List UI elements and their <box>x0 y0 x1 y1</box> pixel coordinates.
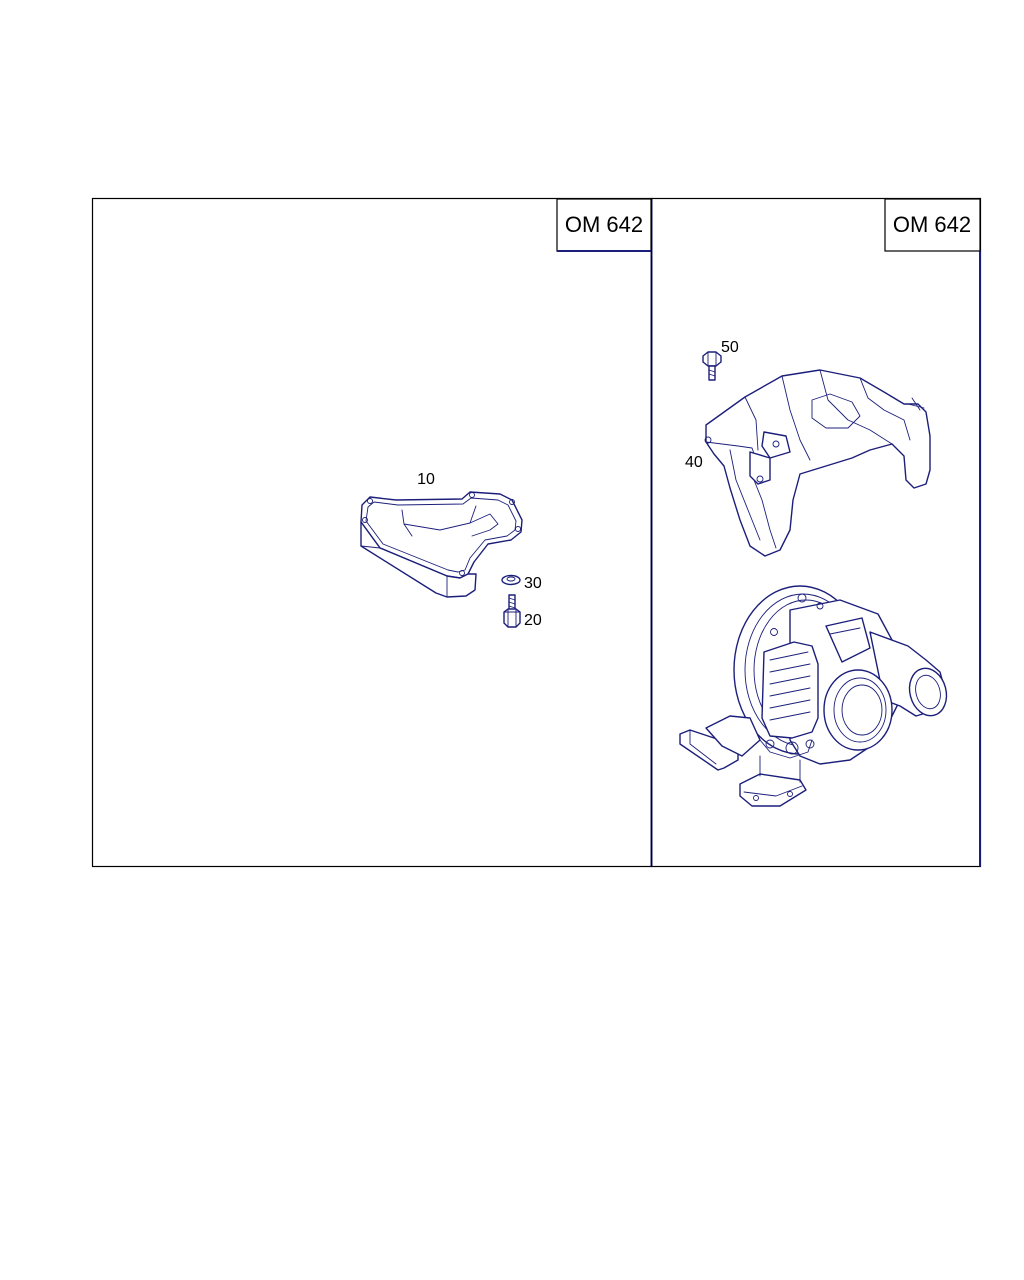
heat-shield-icon <box>704 369 931 557</box>
model-label: OM 642 <box>565 212 643 237</box>
panel-left: OM 642 10 <box>91 197 653 868</box>
washer-icon <box>501 574 521 586</box>
oil-pan-icon <box>360 491 523 598</box>
model-label-box: OM 642 <box>884 198 981 252</box>
screw-icon <box>702 351 722 381</box>
part-label-20: 20 <box>524 612 542 629</box>
bolt-icon <box>503 594 521 628</box>
part-label-50: 50 <box>721 339 739 356</box>
part-label-10: 10 <box>417 471 435 488</box>
panel-right: OM 642 50 40 <box>650 197 982 868</box>
part-label-40: 40 <box>685 454 703 471</box>
part-label-30: 30 <box>524 575 542 592</box>
model-label: OM 642 <box>893 212 971 237</box>
model-label-box: OM 642 <box>556 198 652 252</box>
turbocharger-icon <box>679 585 948 807</box>
